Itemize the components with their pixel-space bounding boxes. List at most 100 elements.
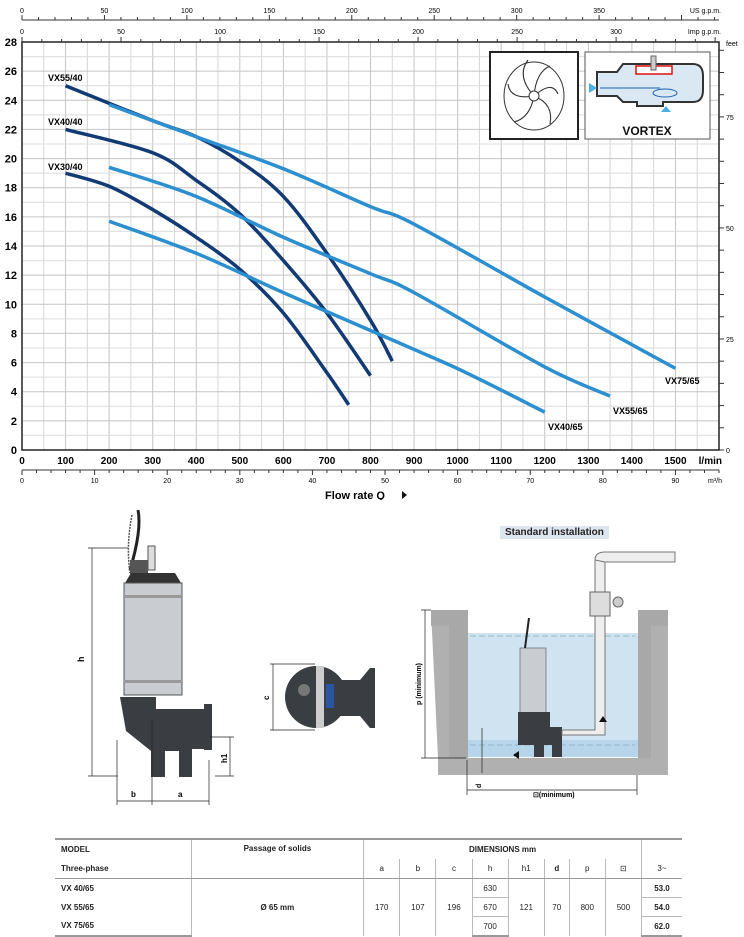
m3h-tick-label: 30	[236, 478, 244, 485]
curve-label: VX40/65	[548, 422, 583, 432]
arrow-right-icon	[402, 491, 407, 499]
us-gpm-tick-label: 100	[181, 8, 193, 15]
col-c: c	[435, 859, 473, 879]
x-tick-label: 1300	[577, 456, 600, 467]
x-unit-label: l/min	[699, 456, 722, 467]
dim-label-a: a	[178, 790, 183, 799]
dim-label-h: h	[76, 657, 86, 663]
x-tick-label: 1100	[490, 456, 512, 467]
x-tick-label: 500	[231, 456, 248, 467]
feet-tick-label: 50	[726, 226, 734, 233]
us-gpm-tick-label: 300	[511, 8, 523, 15]
imp-gpm-tick-label: 200	[412, 29, 424, 36]
curve-label: VX30/40	[48, 162, 83, 172]
dimensions-header: DIMENSIONS mm	[363, 838, 642, 859]
installation-title: Standard installation	[500, 526, 609, 539]
x-tick-label: 1200	[534, 456, 557, 467]
curve-label: VX55/40	[48, 73, 83, 83]
b-cell: 107	[399, 878, 436, 936]
x-tick-label: 300	[144, 456, 161, 467]
y-tick-label: 6	[11, 358, 17, 370]
table-subheader-row: Three-phase a b c h h1 d p ⊡ 3~	[55, 859, 682, 879]
us-gpm-tick-label: 250	[428, 8, 440, 15]
imp-gpm-tick-label: 50	[117, 29, 125, 36]
curve-label: VX75/65	[665, 376, 700, 386]
imp-gpm-tick-label: 100	[214, 29, 226, 36]
x-tick-label: 1000	[447, 456, 470, 467]
y-tick-label: 26	[5, 66, 17, 78]
vortex-label: VORTEX	[622, 124, 671, 138]
imp-gpm-tick-label: 150	[313, 29, 325, 36]
y-tick-label: 16	[5, 212, 17, 224]
y-tick-label: 8	[11, 328, 17, 340]
h-cell: 630	[471, 878, 509, 898]
m3h-unit-label: m³/h	[708, 478, 722, 485]
x-tick-label: 600	[275, 456, 292, 467]
y-tick-label: 4	[11, 387, 18, 399]
y-tick-label: 10	[5, 299, 17, 311]
m3h-tick-label: 70	[526, 478, 534, 485]
dimensions-table: MODEL Passage of solids DIMENSIONS mm Th…	[55, 838, 682, 937]
pump-drawings: h b a h1 c p (minimum) d ⊡(minimum)	[76, 509, 676, 805]
dim-label-c: c	[262, 695, 271, 700]
y-tick-label: 20	[5, 154, 17, 166]
col-d: d	[543, 859, 570, 879]
m3h-tick-label: 40	[309, 478, 317, 485]
model-cell: VX 55/65	[61, 902, 94, 912]
curve-label: VX55/65	[613, 406, 648, 416]
feet-unit-label: feet	[726, 41, 738, 48]
p-cell: 800	[568, 878, 606, 936]
h1-cell: 121	[507, 878, 545, 936]
col-a: a	[363, 859, 400, 879]
x-tick-label: 900	[406, 456, 423, 467]
h-cell: 700	[471, 916, 509, 937]
m3h-tick-label: 0	[20, 478, 24, 485]
imp-gpm-unit-label: Imp g.p.m.	[688, 29, 721, 36]
weight-cell: 53.0	[640, 878, 682, 898]
x-tick-label: 200	[101, 456, 118, 467]
m3h-tick-label: 90	[672, 478, 680, 485]
y-tick-label: 14	[5, 241, 18, 253]
feet-tick-label: 75	[726, 115, 734, 122]
us-gpm-tick-label: 350	[593, 8, 605, 15]
passage-cell: Ø 65 mm	[190, 878, 364, 936]
col-square: ⊡	[604, 859, 642, 879]
passage-header: Passage of solids	[190, 838, 364, 879]
y-tick-label: 12	[5, 270, 17, 282]
y-tick-label: 2	[11, 416, 17, 428]
imp-gpm-tick-label: 300	[610, 29, 622, 36]
table-row: VX 55/65 670 54.0	[55, 897, 682, 917]
model-cell: VX 75/65	[55, 916, 192, 937]
a-cell: 170	[363, 878, 400, 936]
d-cell: 70	[543, 878, 570, 936]
col-p: p	[568, 859, 606, 879]
phase-header: Three-phase	[55, 859, 192, 879]
weight-header: 3~	[640, 859, 682, 879]
dim-label-square: ⊡(minimum)	[533, 792, 575, 799]
m3h-tick-label: 10	[91, 478, 99, 485]
impeller-illustration	[489, 51, 579, 140]
feet-tick-label: 0	[726, 448, 730, 455]
y-tick-label: 0	[11, 445, 17, 457]
y-tick-label: 18	[5, 183, 17, 195]
installation-diagram	[421, 551, 676, 795]
model-header: MODEL	[55, 838, 192, 859]
x-tick-label: 800	[362, 456, 379, 467]
x-tick-label: 1500	[664, 456, 687, 467]
y-tick-label: 22	[5, 124, 17, 136]
dim-label-d: d	[476, 784, 483, 788]
pump-top-view	[270, 663, 375, 731]
m3h-tick-label: 80	[599, 478, 607, 485]
pump-side-view	[88, 509, 234, 805]
y-tick-label: 28	[5, 37, 17, 49]
col-b: b	[399, 859, 436, 879]
table-header-row: MODEL Passage of solids DIMENSIONS mm	[55, 838, 682, 879]
curve-vx55-65	[108, 165, 611, 398]
curve-label: VX40/40	[48, 117, 83, 127]
imp-gpm-tick-label: 0	[20, 29, 24, 36]
m3h-tick-label: 20	[163, 478, 171, 485]
weight-header-spacer	[640, 838, 682, 859]
us-gpm-tick-label: 150	[263, 8, 275, 15]
flow-rate-label: Flow rate Q	[325, 490, 385, 500]
